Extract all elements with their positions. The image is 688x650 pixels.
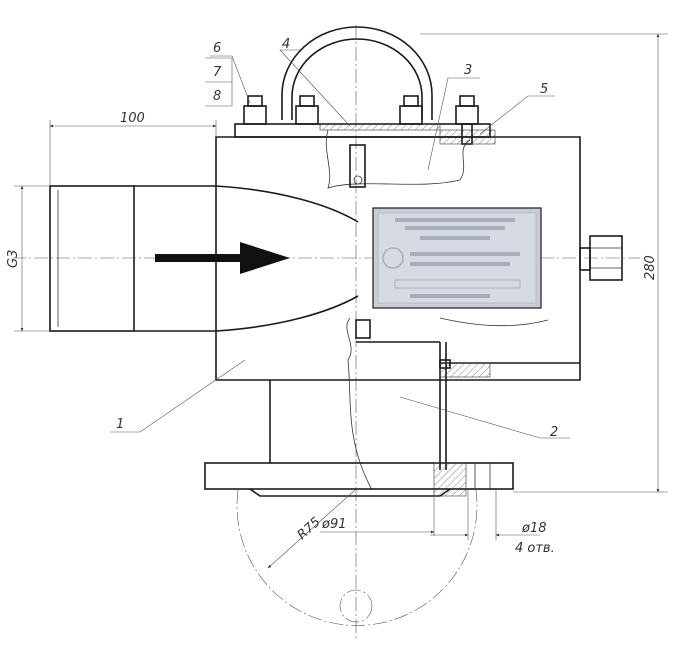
lower-flange	[204, 380, 514, 497]
leader-lines	[110, 49, 570, 439]
part-label-2: 2	[550, 425, 558, 440]
dim-label-d91: ø91	[321, 517, 347, 532]
part-label-7: 7	[213, 65, 222, 80]
side-fitting	[579, 235, 623, 281]
bolt-2	[295, 95, 319, 125]
part-label-1: 1	[116, 417, 124, 432]
inlet-pipe	[49, 185, 359, 332]
upper-cutaway	[325, 129, 496, 189]
bolt-1	[243, 95, 267, 125]
flow-arrow	[155, 242, 290, 274]
part-label-5: 5	[540, 82, 548, 97]
part-label-4: 4	[282, 37, 290, 52]
dim-label-100: 100	[120, 111, 145, 126]
dim-label-g3: G3	[6, 250, 21, 268]
part-labels: 1 2 3 4 5 6 7 8	[116, 37, 558, 440]
dim-label-d18: ø18	[521, 521, 547, 536]
bolts	[243, 95, 479, 145]
dimension-lines	[14, 33, 668, 569]
radius-arc	[236, 489, 478, 626]
part-label-3: 3	[464, 63, 472, 78]
lower-cutaway	[346, 317, 549, 491]
part-label-6: 6	[213, 41, 221, 56]
dim-label-280: 280	[643, 255, 658, 280]
dim-label-r75: R75	[295, 515, 324, 543]
nameplate	[372, 207, 542, 309]
carry-handle	[281, 26, 433, 120]
bolt-3	[399, 95, 423, 125]
part-label-8: 8	[213, 89, 221, 104]
dimension-labels: 100 G3 280 R75 ø91 ø18 4 отв.	[6, 111, 658, 556]
dim-label-holes: 4 отв.	[515, 541, 555, 556]
